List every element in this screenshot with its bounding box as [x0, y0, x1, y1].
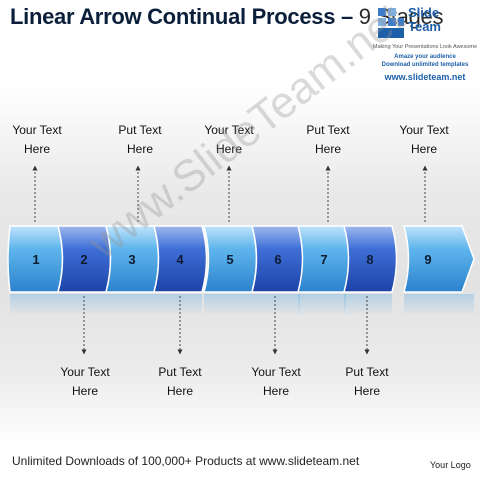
bottom-label-4-line2: Here	[353, 384, 380, 398]
stage-5-number: 5	[226, 252, 233, 267]
your-logo-text: Your Logo	[430, 460, 471, 470]
bottom-label-1-line2: Here	[71, 384, 98, 398]
top-label-4: Put Text Here	[288, 121, 368, 159]
stage-7-reflection	[298, 294, 346, 316]
stage-8-number: 8	[366, 252, 373, 267]
bottom-label-1-line1: Your Text	[60, 365, 110, 379]
logo-tagline: Making Your Presentations Look Awesome	[372, 44, 478, 50]
stage-5-reflection	[204, 294, 252, 316]
top-label-5-line2: Here	[410, 142, 437, 156]
top-label-5: Your Text Here	[384, 121, 464, 159]
stage-2-number: 2	[80, 252, 87, 267]
logo-people-icon	[378, 8, 404, 38]
stage-9-number: 9	[424, 252, 431, 267]
stage-4-reflection	[154, 294, 202, 316]
bottom-label-2: Put Text Here	[140, 363, 220, 401]
logo-line1: Slide	[408, 5, 440, 20]
top-label-2-line2: Here	[126, 142, 153, 156]
bottom-label-3: Your Text Here	[236, 363, 316, 401]
stage-4-number: 4	[176, 252, 184, 267]
logo-cta-download: Download unlimited templates	[381, 62, 469, 68]
stage-3-reflection	[106, 294, 154, 316]
bottom-label-4-line1: Put Text	[345, 365, 389, 379]
stage-6-reflection	[252, 294, 300, 316]
title-stage-num: 9	[358, 4, 371, 29]
logo-line2: Team	[408, 19, 441, 34]
bottom-label-3-line1: Your Text	[251, 365, 301, 379]
top-label-2-line1: Put Text	[118, 123, 162, 137]
bottom-label-2-line1: Put Text	[158, 365, 202, 379]
bottom-label-1: Your Text Here	[45, 363, 125, 401]
top-label-3-line2: Here	[215, 142, 242, 156]
stage-1-number: 1	[32, 252, 39, 267]
slideteam-logo: Slide Team Making Your Presentations Loo…	[372, 4, 478, 83]
stage-6-number: 6	[274, 252, 281, 267]
logo-wordmark: Slide Team	[408, 6, 441, 34]
top-label-2: Put Text Here	[100, 121, 180, 159]
top-label-3-line1: Your Text	[204, 123, 254, 137]
top-label-4-line1: Put Text	[306, 123, 350, 137]
title-main: Linear Arrow Continual Process –	[10, 4, 353, 29]
title-stage-word: Stages	[376, 4, 444, 29]
stage-3-number: 3	[128, 252, 135, 267]
top-label-1-line2: Here	[23, 142, 50, 156]
page-title: Linear Arrow Continual Process – 9 Stage…	[10, 4, 443, 30]
stage-4-segment	[153, 225, 208, 293]
top-label-3: Your Text Here	[189, 121, 269, 159]
stage-9-reflection	[404, 294, 474, 316]
top-label-1-line1: Your Text	[12, 123, 62, 137]
stage-8-segment	[343, 225, 398, 293]
stage-1-reflection	[10, 294, 58, 316]
stage-8-reflection	[344, 294, 392, 316]
stage-9-segment	[403, 225, 475, 293]
bottom-label-3-line2: Here	[262, 384, 289, 398]
footer-text: Unlimited Downloads of 100,000+ Products…	[12, 454, 360, 468]
logo-url-link[interactable]: www.slideteam.net	[384, 72, 466, 82]
top-label-5-line1: Your Text	[399, 123, 449, 137]
bottom-label-4: Put Text Here	[327, 363, 407, 401]
top-label-1: Your Text Here	[0, 121, 77, 159]
top-label-4-line2: Here	[314, 142, 341, 156]
bottom-label-2-line2: Here	[166, 384, 193, 398]
stage-7-number: 7	[320, 252, 327, 267]
stage-2-reflection	[58, 294, 106, 316]
logo-cta-amaze: Amaze your audience	[394, 54, 456, 60]
